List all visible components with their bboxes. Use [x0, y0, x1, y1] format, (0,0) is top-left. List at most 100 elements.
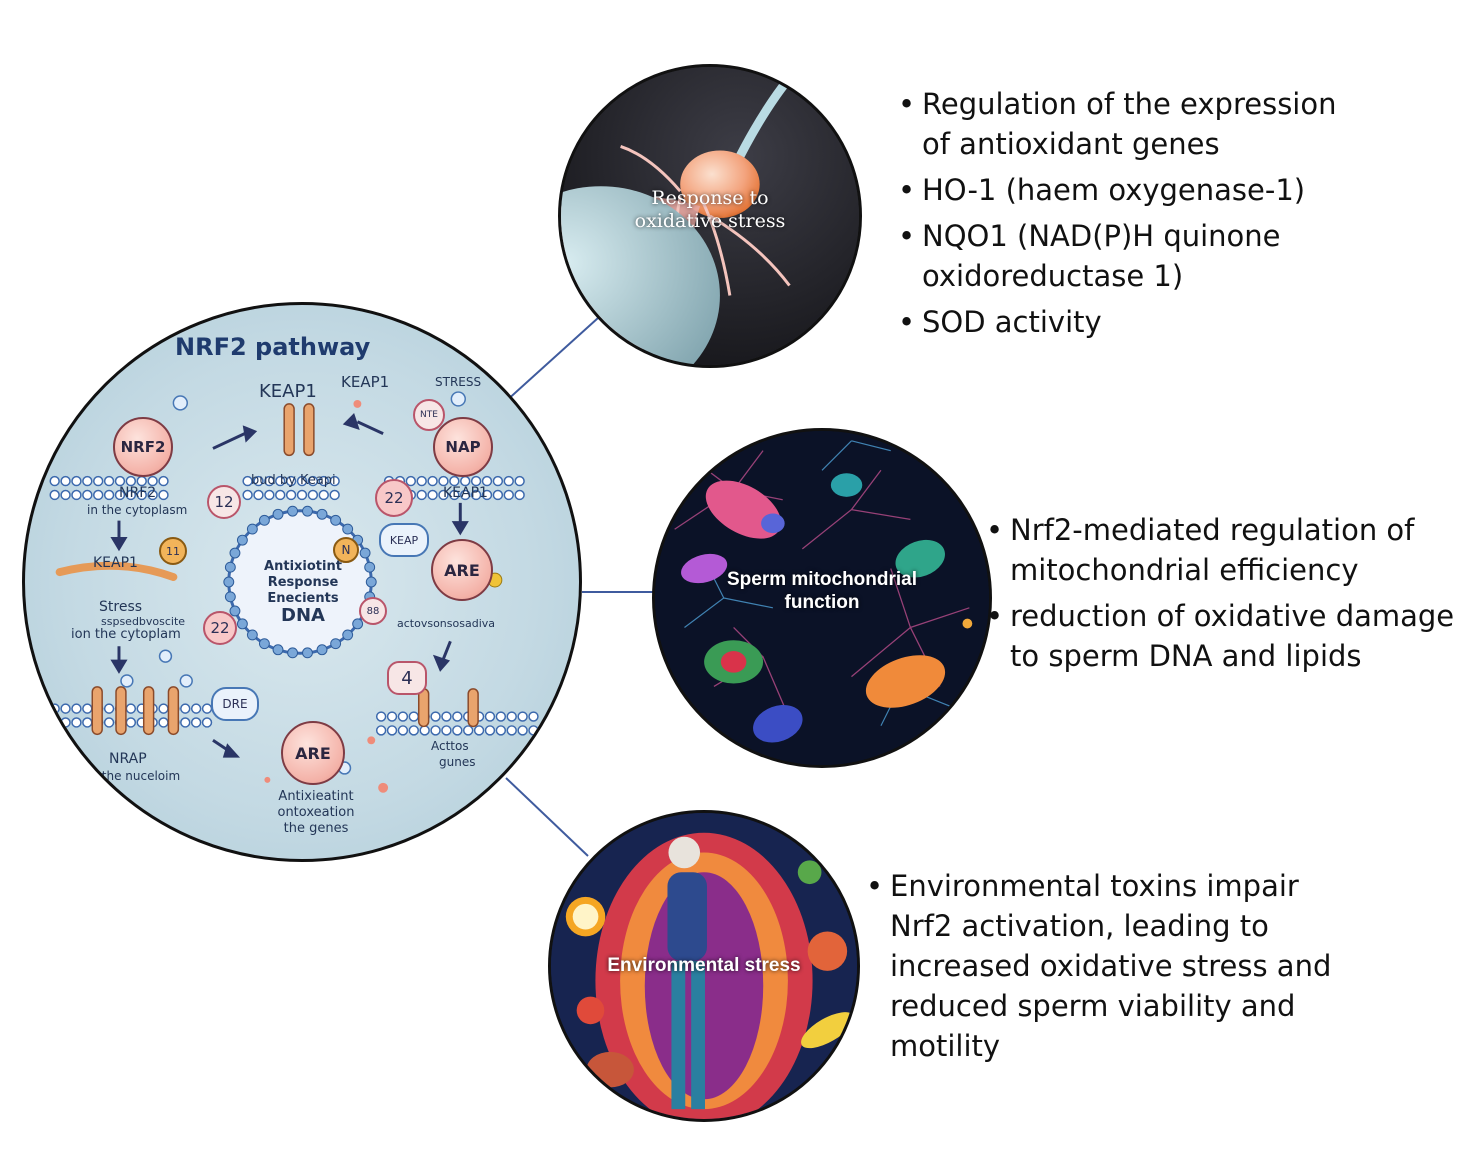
- membrane-lipid: [93, 489, 104, 501]
- badge-22-top: 22: [375, 479, 413, 517]
- nuclear-pore: [258, 514, 270, 526]
- n-badge: N: [333, 537, 359, 563]
- nuclear-pore: [316, 644, 328, 656]
- keap1-top-label: KEAP1: [259, 381, 317, 402]
- membrane-lipid: [60, 489, 71, 501]
- membrane-lipid: [528, 725, 539, 736]
- membrane-lipid: [147, 475, 158, 487]
- membrane-lipid: [103, 703, 115, 714]
- membrane-lipid: [114, 489, 126, 501]
- ion-cytoplasm-label: ion the cytoplam: [71, 627, 181, 642]
- membrane-lipid: [318, 489, 329, 501]
- membrane-lipid: [103, 475, 115, 487]
- membrane-lipid: [449, 489, 460, 501]
- badge-88: 88: [359, 597, 387, 625]
- nuclear-pore: [223, 576, 235, 588]
- nuclear-pore: [246, 629, 258, 641]
- oxidative-stress-label: Response to oxidative stress: [634, 187, 786, 232]
- nuclear-pore: [342, 523, 354, 535]
- membrane-lipid: [438, 489, 449, 501]
- membrane-lipid: [481, 489, 493, 501]
- activ-text: actovsonsosadiva: [397, 617, 495, 630]
- membrane-lipid: [296, 475, 308, 487]
- nuclear-pore: [229, 605, 241, 617]
- membrane-lipid: [318, 475, 329, 487]
- membrane-lipid: [416, 489, 427, 501]
- membrane-lipid: [397, 711, 409, 722]
- nuclear-pore: [224, 561, 236, 573]
- gunes-label: gunes: [439, 755, 476, 769]
- sperm-mitochondria-label: Sperm mitochondrial function: [726, 569, 918, 613]
- membrane-lipid: [528, 711, 539, 722]
- environmental-stress-bullets: Environmental toxins impair Nrf2 activat…: [866, 866, 1346, 1072]
- nuclear-pore: [236, 534, 248, 546]
- nrf2-node: NRF2: [113, 417, 173, 477]
- membrane-lipid: [470, 475, 482, 487]
- membrane-lipid: [103, 717, 115, 728]
- nuclear-pore: [229, 547, 241, 559]
- membrane-lipid: [517, 711, 528, 722]
- membrane-lipid: [285, 489, 297, 501]
- center-line-1: Antixiotint: [264, 559, 342, 574]
- membrane-lipid: [60, 475, 71, 487]
- badge-12: 12: [207, 485, 241, 519]
- membrane-lipid: [82, 703, 93, 714]
- membrane-lipid: [158, 703, 169, 714]
- membrane-lipid: [190, 717, 202, 728]
- membrane-lipid: [307, 489, 319, 501]
- are-right-node: ARE: [431, 539, 493, 601]
- nap-node: NAP: [433, 417, 493, 477]
- membrane-lipid: [82, 475, 93, 487]
- center-line-4: DNA: [281, 605, 325, 626]
- membrane-lipid: [463, 725, 474, 736]
- membrane-lipid: [242, 475, 253, 487]
- membrane-lipid: [329, 489, 340, 501]
- membrane-lipid: [375, 725, 387, 736]
- membrane-lipid: [49, 475, 60, 487]
- nuclear-pore: [258, 638, 270, 650]
- membrane-lipid: [147, 489, 158, 501]
- membrane-lipid: [71, 703, 82, 714]
- membrane-lipid: [307, 475, 319, 487]
- center-line-3: Enecients: [267, 591, 339, 606]
- membrane-lipid: [190, 703, 202, 714]
- membrane-lipid: [408, 711, 419, 722]
- membrane-lipid: [253, 475, 264, 487]
- membrane-lipid: [452, 711, 463, 722]
- membrane-lipid: [125, 703, 137, 714]
- membrane-lipid: [495, 725, 507, 736]
- membrane-lipid: [93, 475, 104, 487]
- membrane-lipid: [492, 475, 504, 487]
- antioxidant-genes-line-1: Antixieatint: [278, 789, 354, 804]
- membrane-lipid: [427, 475, 438, 487]
- membrane-lipid: [60, 717, 71, 728]
- membrane-lipid: [506, 725, 517, 736]
- membrane-lipid: [125, 717, 137, 728]
- badge-4: 4: [387, 661, 427, 695]
- oxidative-stress-bullets: Regulation of the expression of antioxid…: [898, 84, 1368, 348]
- membrane-lipid: [452, 725, 463, 736]
- antioxidant-genes-line-2: ontoxeation: [277, 805, 355, 820]
- bullet-item: Environmental toxins impair Nrf2 activat…: [866, 866, 1346, 1066]
- pathway-title: NRF2 pathway: [175, 333, 371, 361]
- membrane-lipid: [506, 711, 517, 722]
- membrane-lipid: [180, 703, 191, 714]
- are-bottom-node: ARE: [281, 721, 345, 785]
- nuclear-pore: [246, 523, 258, 535]
- nuclear-pore: [359, 547, 371, 559]
- center-line-2: Response: [267, 575, 339, 590]
- membrane-lipid: [473, 725, 485, 736]
- membrane-lipid: [60, 703, 71, 714]
- membrane-lipid: [430, 711, 441, 722]
- membrane-lipid: [158, 475, 169, 487]
- membrane-lipid: [514, 475, 525, 487]
- membrane-lipid: [484, 711, 496, 722]
- bullet-item: Regulation of the expression of antioxid…: [898, 84, 1368, 164]
- nuclear-pore: [302, 647, 313, 659]
- membrane-lipid: [125, 475, 137, 487]
- membrane-lipid: [103, 489, 115, 501]
- nte-tag: NTE: [413, 399, 445, 431]
- keap1-left-label: KEAP1: [93, 555, 138, 571]
- membrane-lipid: [82, 717, 93, 728]
- membrane-lipid: [158, 717, 169, 728]
